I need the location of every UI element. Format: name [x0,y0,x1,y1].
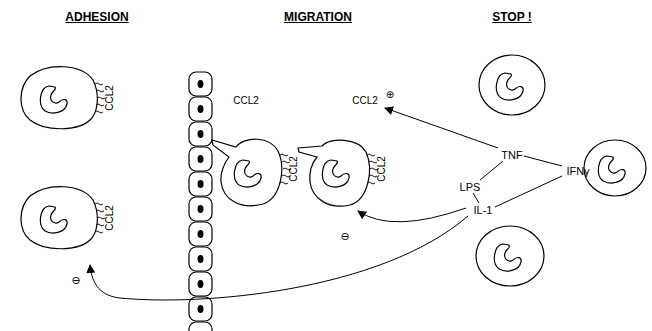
stimulation-sign: ⊕ [386,90,394,100]
cytokine-network [473,156,562,207]
endothelium [189,72,212,331]
cytokine-label: IL-1 [474,205,493,216]
cytokine-label: TNF [501,150,522,161]
section-heading: ADHESION [65,11,128,23]
inhibition-sign: ⊖ [71,275,80,286]
cell-nuclei [40,73,625,271]
chemokine-label: CCL2 [352,96,378,106]
cytokine-label: IFNγ [566,166,589,177]
chemokine-label: CCL2 [105,205,115,231]
chemokine-label: CCL2 [233,96,259,106]
regulation-arrows [90,108,498,300]
cytokine-label: LPS [460,182,481,193]
chemokine-label: CCL2 [377,156,387,182]
section-heading: MIGRATION [284,11,352,23]
ccl2-receptors [95,83,378,233]
chemokine-label: CCL2 [289,156,299,182]
inhibition-sign: ⊖ [340,231,349,242]
endothelial-nuclei [198,80,204,313]
chemokine-label: CCL2 [105,85,115,111]
section-heading: STOP ! [492,11,532,23]
monocytes [21,55,646,286]
